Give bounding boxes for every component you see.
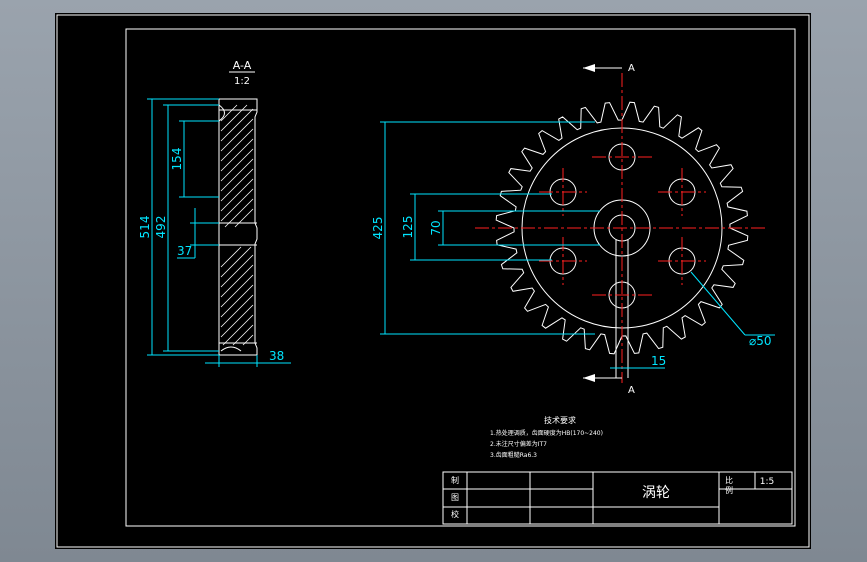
scale-label-1: 比 — [725, 475, 733, 485]
title-label-2: 图 — [451, 493, 459, 502]
dim-125: 125 — [401, 216, 415, 239]
tech-title: 技术要求 — [544, 415, 576, 425]
scale-value: 1:5 — [760, 477, 774, 487]
gear-teeth-outline — [495, 101, 749, 355]
cad-viewport[interactable]: A-A 1:2 — [55, 13, 811, 549]
centerlines — [475, 73, 767, 383]
dim-d50: ⌀50 — [749, 334, 772, 348]
drawing-sheet: A-A 1:2 — [56, 14, 810, 548]
inner-border — [125, 28, 796, 527]
part-name: 涡轮 — [642, 485, 670, 501]
section-marks: A A — [583, 63, 635, 396]
dim-425: 425 — [371, 217, 385, 240]
dim-37: 37 — [177, 244, 192, 258]
section-dimensions: 514 492 154 37 38 — [138, 98, 291, 367]
front-dimensions: 425 125 70 ⌀50 15 — [371, 121, 775, 369]
front-view: A A 425 125 70 ⌀50 15 — [371, 63, 775, 396]
section-scale: 1:2 — [234, 76, 250, 87]
section-mark-bottom: A — [628, 385, 635, 396]
scale-label-2: 例 — [725, 485, 733, 495]
dim-492: 492 — [154, 216, 168, 239]
keyway — [615, 239, 629, 378]
dim-514: 514 — [138, 216, 152, 239]
tech-line-1: 1.热处理调质，齿面硬度为HB(170~240) — [490, 429, 603, 437]
dim-70: 70 — [429, 220, 443, 235]
dim-15: 15 — [651, 354, 666, 368]
title-block: 制 图 校 涡轮 比 例 1:5 — [442, 471, 793, 525]
outer-border — [56, 14, 810, 548]
title-label-1: 制 — [451, 475, 459, 485]
dim-38: 38 — [269, 349, 284, 363]
title-label-3: 校 — [451, 509, 459, 519]
section-label: A-A — [233, 59, 252, 72]
tech-line-2: 2.未注尺寸偏差为IT7 — [490, 440, 547, 448]
dim-154: 154 — [170, 148, 184, 171]
section-hatch — [220, 104, 254, 346]
tech-line-3: 3.齿面粗糙Ra6.3 — [490, 451, 537, 459]
section-mark-top: A — [628, 63, 635, 74]
section-view: A-A 1:2 — [138, 59, 291, 367]
tech-requirements: 技术要求 1.热处理调质，齿面硬度为HB(170~240) 2.未注尺寸偏差为I… — [490, 415, 603, 459]
